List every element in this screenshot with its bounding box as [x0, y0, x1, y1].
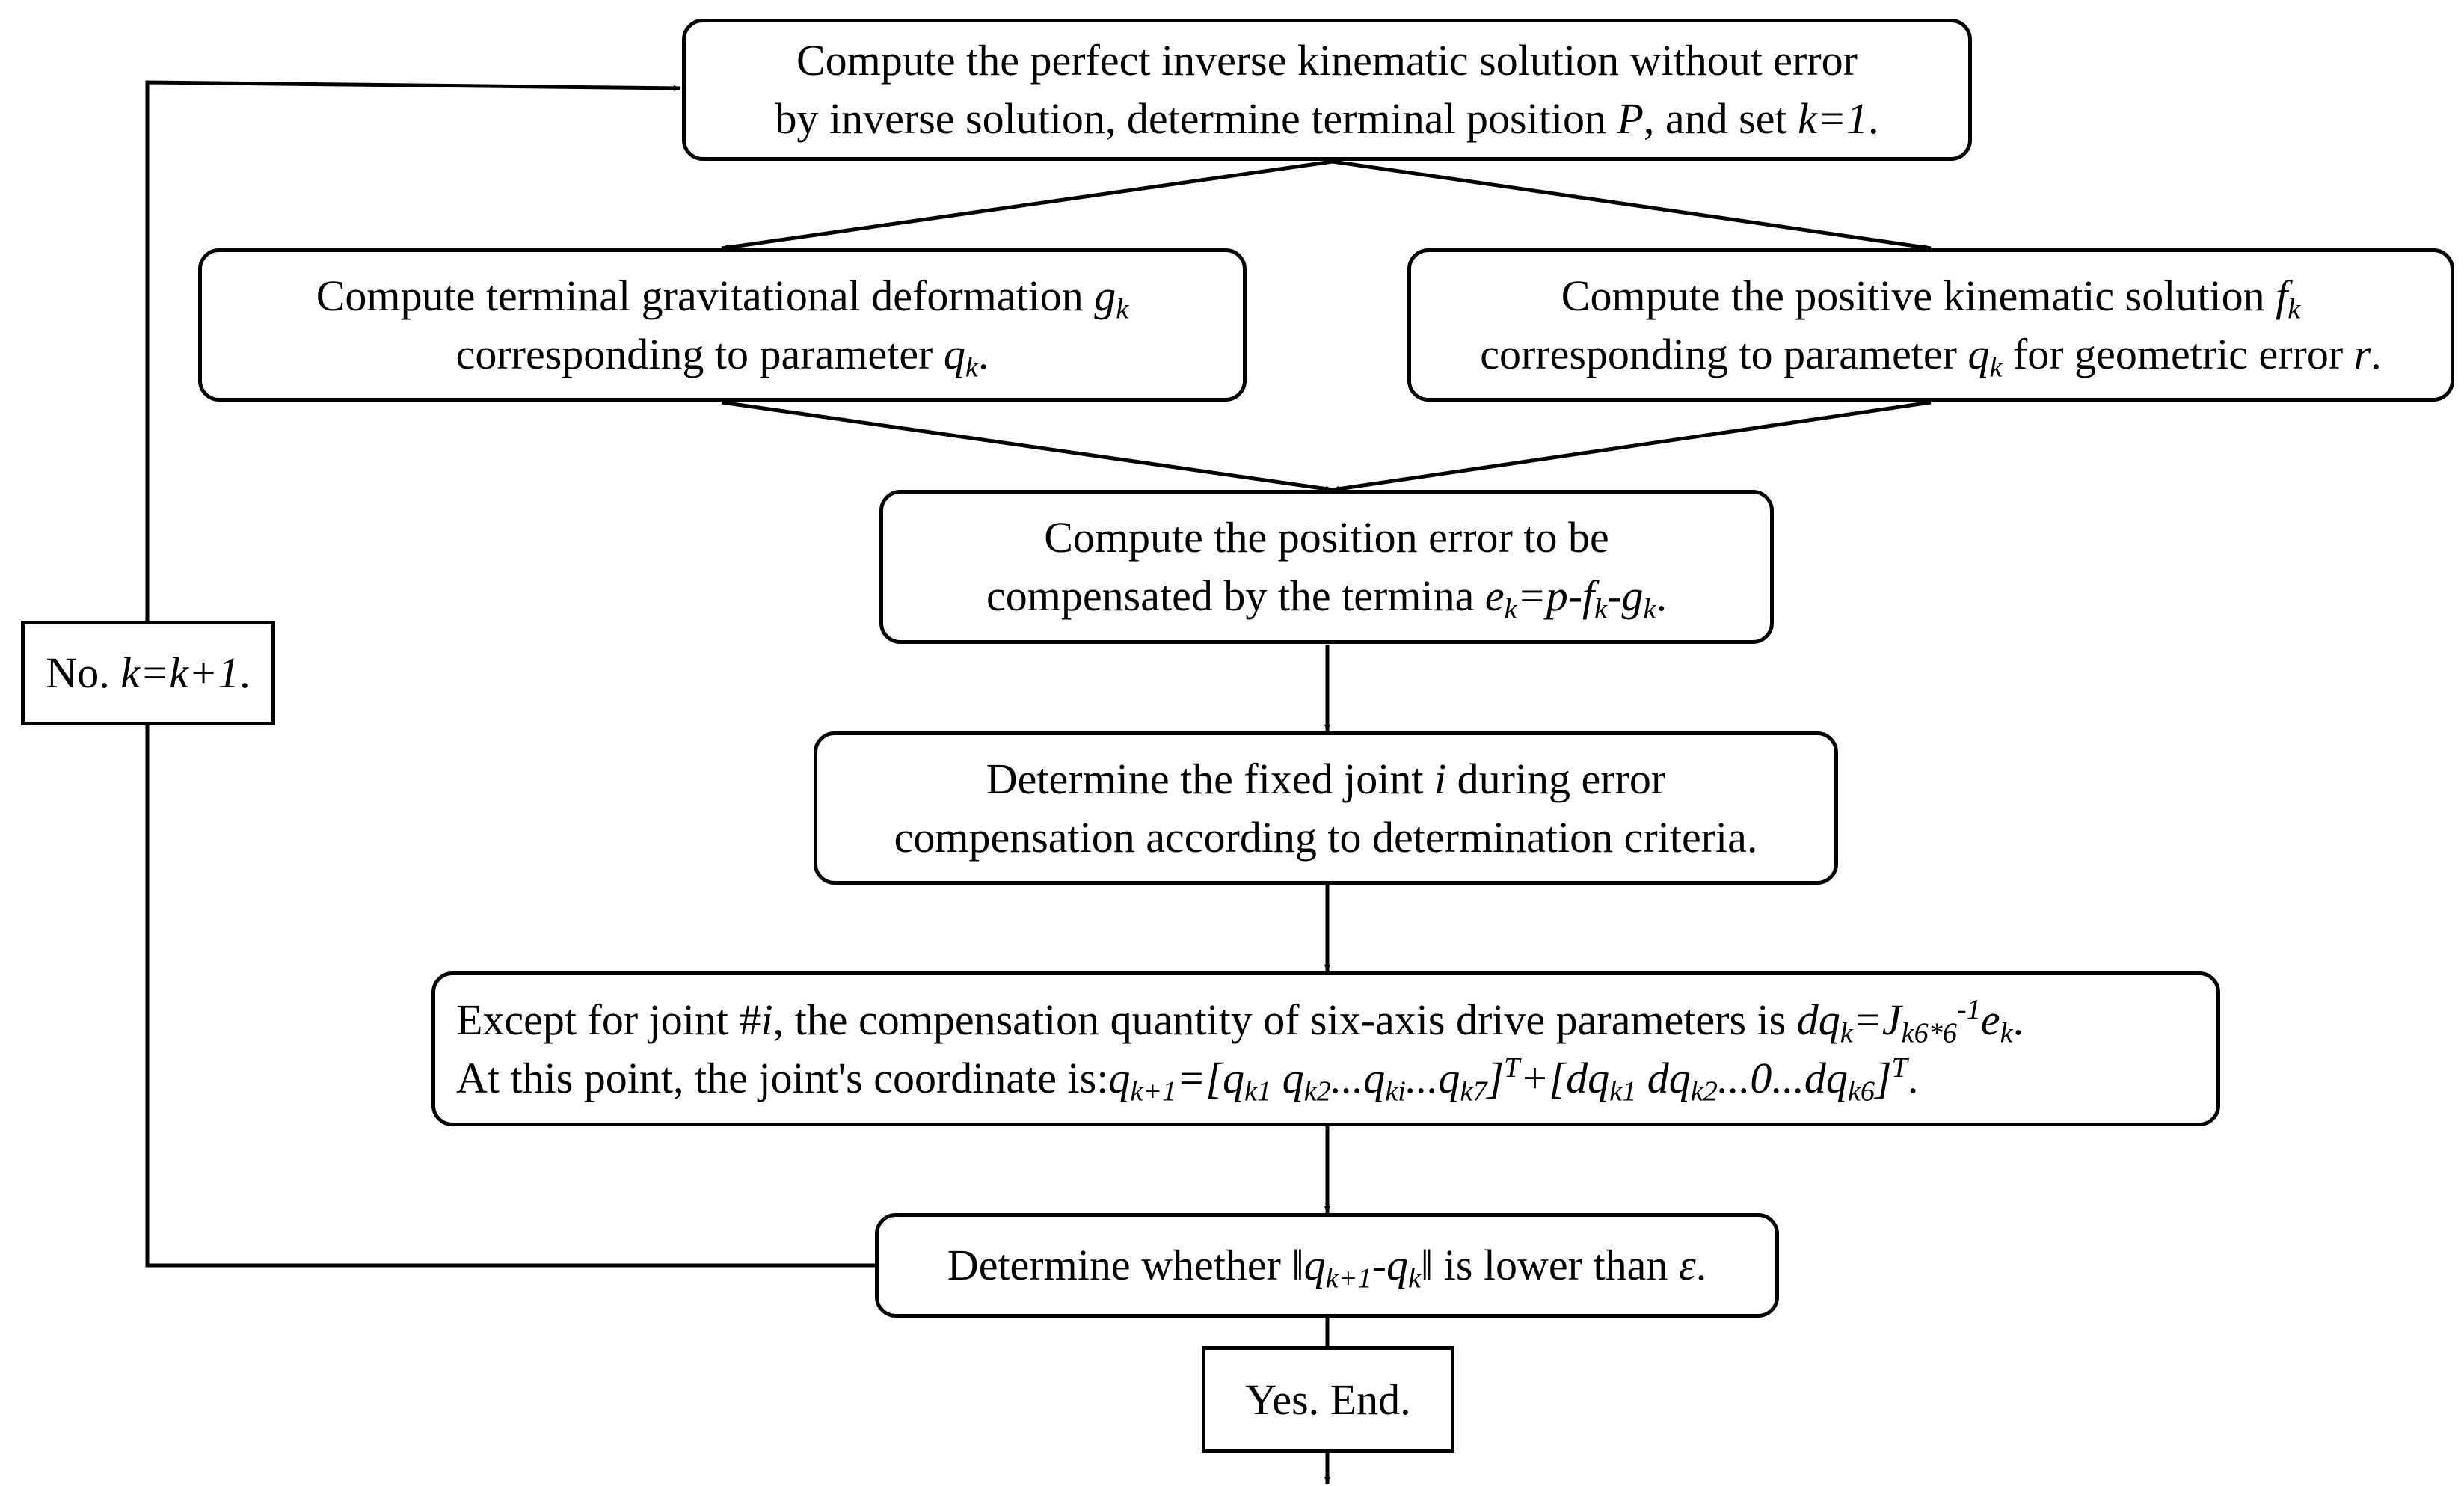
position-error-box: Compute the position error to be compens…: [879, 490, 1774, 644]
start-box-line2: by inverse solution, determine terminal …: [775, 94, 1879, 143]
start-box-line1: Compute the perfect inverse kinematic so…: [796, 36, 1858, 85]
kinematic-box-line1: Compute the positive kinematic solution …: [1561, 271, 2301, 325]
compensation-box: Except for joint #i, the compensation qu…: [431, 971, 2220, 1126]
gravity-deformation-box: Compute terminal gravitational deformati…: [198, 248, 1247, 402]
gravity-box-line1: Compute terminal gravitational deformati…: [316, 271, 1129, 325]
decision-text: Determine whether ‖qk+1-qk‖ is lower tha…: [947, 1241, 1707, 1295]
end-text: Yes. End.: [1245, 1375, 1411, 1424]
gravity-box-line2: corresponding to parameter qk.: [455, 329, 989, 384]
arrow-start-to-gravity: [721, 159, 1333, 251]
fixed-joint-line2: compensation according to determination …: [894, 812, 1758, 862]
arrow-start-to-kinematic: [1332, 159, 1932, 251]
compensation-line1: Except for joint #i, the compensation qu…: [456, 993, 2024, 1049]
start-box: Compute the perfect inverse kinematic so…: [682, 19, 1972, 161]
convergence-decision-box: Determine whether ‖qk+1-qk‖ is lower tha…: [875, 1213, 1779, 1318]
no-increment-text: No. k=k+1.: [46, 648, 251, 697]
arrow-gravity-to-error: [721, 400, 1333, 492]
fixed-joint-box: Determine the fixed joint i during error…: [814, 731, 1838, 885]
end-box: Yes. End.: [1202, 1346, 1454, 1453]
positive-kinematic-box: Compute the positive kinematic solution …: [1407, 248, 2454, 402]
compensation-line2: At this point, the joint's coordinate is…: [456, 1051, 1919, 1108]
no-increment-box: No. k=k+1.: [21, 621, 275, 725]
arrow-kinematic-to-error: [1332, 400, 1932, 492]
position-error-line1: Compute the position error to be: [1044, 513, 1609, 562]
fixed-joint-line1: Determine the fixed joint i during error: [986, 754, 1666, 803]
position-error-line2: compensated by the termina ek=p-fk-gk.: [986, 571, 1667, 625]
kinematic-box-line2: corresponding to parameter qk for geomet…: [1480, 329, 2382, 384]
